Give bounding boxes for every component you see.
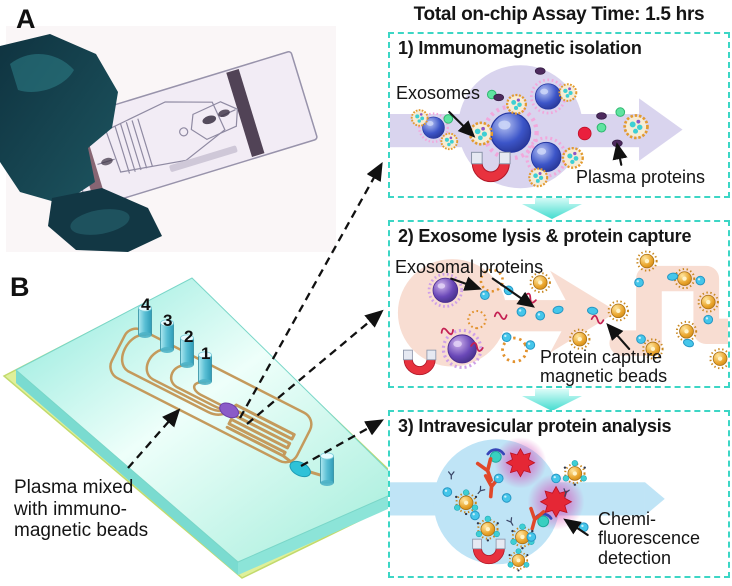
plasma-protein-icon — [596, 112, 607, 120]
protein-dot-icon — [501, 332, 512, 342]
protein-dot-icon — [493, 473, 504, 484]
immunobead-icon — [525, 136, 568, 178]
capture-bead-icon — [709, 348, 728, 370]
step-panel-3: 3) Intravesicular protein analysis Chemi… — [388, 410, 730, 578]
protein-dot-icon — [535, 310, 546, 321]
exosome-icon — [561, 146, 584, 169]
plasma-proteins-label: Plasma proteins — [576, 167, 706, 187]
protein-dot-icon — [516, 307, 527, 317]
exosomal-proteins-label: Exosomal proteins — [395, 257, 544, 277]
exosomes-label: Exosomes — [396, 83, 481, 103]
exosome-icon — [410, 109, 429, 127]
outer-channel-loop — [109, 327, 313, 464]
connector-arrows — [127, 161, 385, 469]
flow-down-arrow-2 — [522, 389, 582, 411]
protein-dot-icon — [526, 532, 537, 542]
red-particle-icon — [577, 126, 592, 141]
detection-pointer-arrow — [563, 518, 589, 537]
exosome-icon — [468, 121, 494, 146]
protein-dot-icon — [442, 487, 453, 497]
dashed-arrow-to-step-3 — [300, 419, 385, 468]
slab-side-left — [16, 370, 238, 575]
protein-dot-icon — [470, 510, 480, 521]
protein-dot-icon — [634, 277, 644, 288]
chip-channel-network — [109, 327, 324, 478]
exosomal-proteins-pointer-arrow-1 — [450, 276, 483, 291]
slab-side-right — [238, 488, 406, 575]
exosome-icon — [505, 93, 528, 115]
magnetic-chamber — [219, 402, 240, 419]
step-3-header: 3) Intravesicular protein analysis — [398, 416, 672, 436]
protein-dot-icon — [525, 340, 536, 350]
step-panel-1: 1) Immunomagnetic isolation Exosomes Pla… — [388, 32, 730, 198]
dashed-arrow-to-step-2 — [246, 309, 384, 425]
step-2-art — [397, 250, 728, 376]
protein-dot-icon — [695, 275, 706, 286]
plasma-protein-icon — [534, 67, 546, 75]
panel-b-label: B — [10, 272, 30, 302]
figure-title: Total on-chip Assay Time: 1.5 hrs — [413, 4, 705, 25]
capture-beads-label: Protein capture magnetic beads — [540, 347, 668, 387]
chip-end-band-right — [226, 69, 265, 157]
port-label-2: 2 — [184, 327, 194, 346]
protein-dot-icon — [636, 334, 646, 344]
green-particle-icon — [596, 122, 607, 133]
step-3-art — [390, 436, 665, 576]
step-1-header: 1) Immunomagnetic isolation — [398, 38, 642, 58]
dashed-arrow-to-step-1 — [238, 161, 383, 419]
exosomal-proteins-pointer-arrow-2 — [491, 277, 535, 308]
plasma-proteins-pointer-arrow — [612, 142, 628, 166]
protein-dot-icon — [703, 314, 714, 325]
panel-a-label: A — [16, 4, 36, 34]
chip-3d-schematic — [2, 277, 416, 579]
exosome-icon — [440, 132, 459, 151]
plasma-caption: Plasma mixed with immuno- magnetic beads — [14, 477, 149, 542]
port-label-3: 3 — [163, 311, 173, 330]
exosomes-pointer-arrow — [448, 110, 476, 138]
outlet-port — [320, 452, 334, 487]
step-1-art — [390, 65, 683, 189]
port-label-4: 4 — [141, 295, 151, 314]
detection-label: Chemi- fluorescence detection — [598, 509, 701, 568]
detection-chamber — [289, 460, 311, 478]
protein-dot-icon — [501, 493, 512, 503]
chip-printed-text — [169, 145, 238, 172]
capture-bead-icon — [607, 300, 629, 322]
exosome-icon — [623, 114, 649, 140]
exosome-icon — [558, 83, 578, 102]
exosome-icon — [528, 167, 549, 188]
chip-photo — [0, 26, 336, 252]
protein-dot-icon — [551, 473, 561, 484]
step-2-header: 2) Exosome lysis & protein capture — [398, 226, 692, 246]
green-particle-icon — [615, 107, 626, 117]
protein-dot-icon — [480, 290, 490, 301]
capture-beads-pointer-arrow — [606, 323, 631, 350]
plasma-protein-icon — [493, 93, 505, 102]
green-particle-icon — [443, 114, 454, 124]
gloved-hand — [0, 34, 162, 252]
flow-down-arrow-1 — [522, 197, 582, 219]
channel-port4 — [121, 333, 230, 416]
capture-bead-icon — [675, 320, 698, 342]
step-panel-2: 2) Exosome lysis & protein capture Exoso… — [388, 220, 730, 388]
port-label-1: 1 — [201, 344, 211, 363]
